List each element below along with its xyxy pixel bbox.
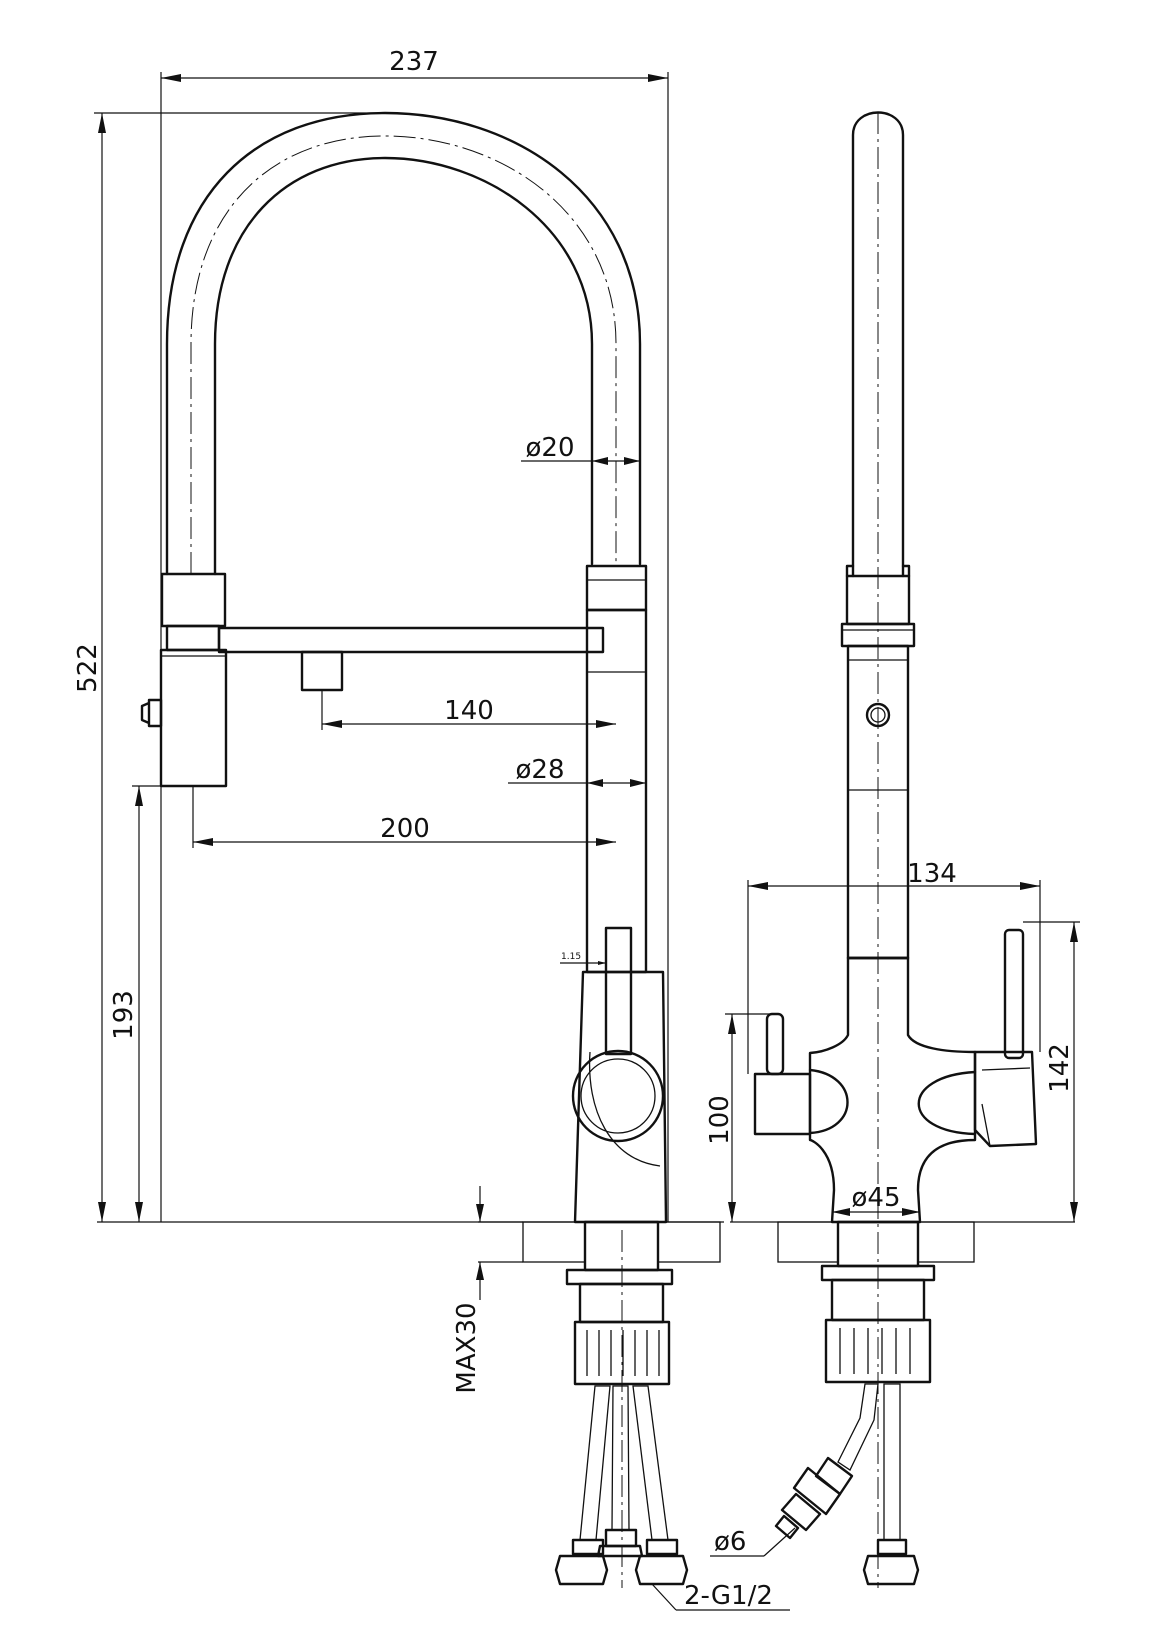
countertop-section-right <box>657 1221 721 1263</box>
side-inlet-hose <box>883 1383 901 1541</box>
dim-tube-diameter: ø20 <box>526 433 575 463</box>
side-sleeve-top <box>845 564 911 578</box>
dimension-annotations: 237 522 ø20 140 ø28 200 193 <box>73 47 1080 1611</box>
horizontal-arm <box>217 626 605 654</box>
side-countertop-section-left <box>777 1221 839 1263</box>
spray-head <box>159 648 228 788</box>
dim-overall-height: 522 <box>73 643 103 693</box>
gooseneck-inner <box>213 156 594 576</box>
front-inlet-nut-center <box>596 1544 644 1558</box>
front-hose-center <box>611 1385 630 1531</box>
front-view <box>97 111 724 1588</box>
spray-holder-collar <box>165 624 221 652</box>
side-right-handle-body <box>973 1050 1038 1148</box>
dim-base-diameter: ø45 <box>852 1183 901 1213</box>
side-left-handle-lever <box>765 1012 785 1076</box>
side-view <box>730 111 1075 1588</box>
front-hose-right <box>632 1385 669 1541</box>
side-spray-button <box>865 702 891 728</box>
dim-pullout-reach: 140 <box>444 696 494 726</box>
side-inlet-nut <box>862 1554 920 1586</box>
front-inlet-nut-right <box>634 1554 689 1586</box>
faucet-body <box>573 970 668 1224</box>
body-curve <box>588 1051 661 1167</box>
dim-small-offset: 1.15 <box>561 952 581 962</box>
dim-deck-max: MAX30 <box>452 1302 482 1393</box>
mount-washer <box>565 1268 674 1286</box>
dim-inlet-thread: 2-G1/2 <box>684 1581 773 1611</box>
dim-filter-pipe: ø6 <box>714 1527 746 1557</box>
side-filter-nut <box>792 1466 842 1516</box>
side-body <box>808 956 977 1224</box>
dim-body-diameter: ø28 <box>516 755 565 785</box>
gooseneck-centerline <box>190 135 617 574</box>
front-handle-knob <box>571 1049 665 1143</box>
gooseneck-outer <box>165 111 642 576</box>
body-top-sleeve <box>585 564 648 612</box>
dim-spray-height: 193 <box>109 990 139 1040</box>
front-inlet-nut-left <box>554 1554 609 1586</box>
side-countertop-section-right <box>917 1221 975 1263</box>
spray-button <box>140 698 163 728</box>
side-right-handle-lever <box>1003 928 1025 1060</box>
spray-holder-sleeve <box>160 572 227 628</box>
dim-side-height: 142 <box>1045 1043 1075 1093</box>
pullout-connector <box>300 650 344 692</box>
front-hose-left <box>579 1385 611 1541</box>
side-filter-hose <box>837 1383 879 1471</box>
dim-overall-width: 237 <box>389 47 439 77</box>
side-left-handle-cap <box>753 1072 812 1136</box>
dim-spout-reach: 200 <box>380 814 430 844</box>
countertop-section-left <box>522 1221 586 1263</box>
dim-handle-height: 100 <box>705 1095 735 1145</box>
dim-side-width: 134 <box>907 859 957 889</box>
front-handle-lever <box>604 926 633 1056</box>
side-fixing-nut <box>824 1318 932 1384</box>
body-tube <box>585 608 648 974</box>
